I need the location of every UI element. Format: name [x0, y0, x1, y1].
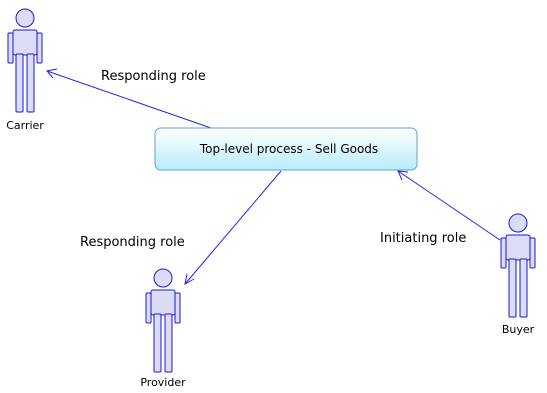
actor-provider[interactable]: Provider [140, 268, 186, 389]
buyer-actor-icon [500, 213, 536, 318]
buyer-role-label: Initiating role [380, 231, 466, 246]
provider-actor-icon [145, 268, 181, 373]
carrier-actor-icon [7, 8, 43, 113]
provider-label: Provider [140, 376, 186, 389]
actor-buyer[interactable]: Buyer [500, 213, 536, 336]
actor-carrier[interactable]: Carrier [6, 8, 44, 132]
arrowhead-carrier [46, 68, 58, 79]
carrier-role-label: Responding role [101, 69, 206, 84]
carrier-label: Carrier [6, 119, 44, 132]
link-provider[interactable] [184, 170, 282, 285]
provider-role-label: Responding role [80, 235, 185, 250]
process-label: Top-level process - Sell Goods [199, 142, 378, 156]
process-node[interactable]: Top-level process - Sell Goods [154, 127, 418, 171]
buyer-label: Buyer [502, 323, 535, 336]
link-carrier[interactable] [46, 70, 212, 129]
link-buyer[interactable] [397, 170, 501, 241]
arrowhead-buyer [397, 170, 409, 181]
arrowhead-provider [184, 273, 195, 285]
